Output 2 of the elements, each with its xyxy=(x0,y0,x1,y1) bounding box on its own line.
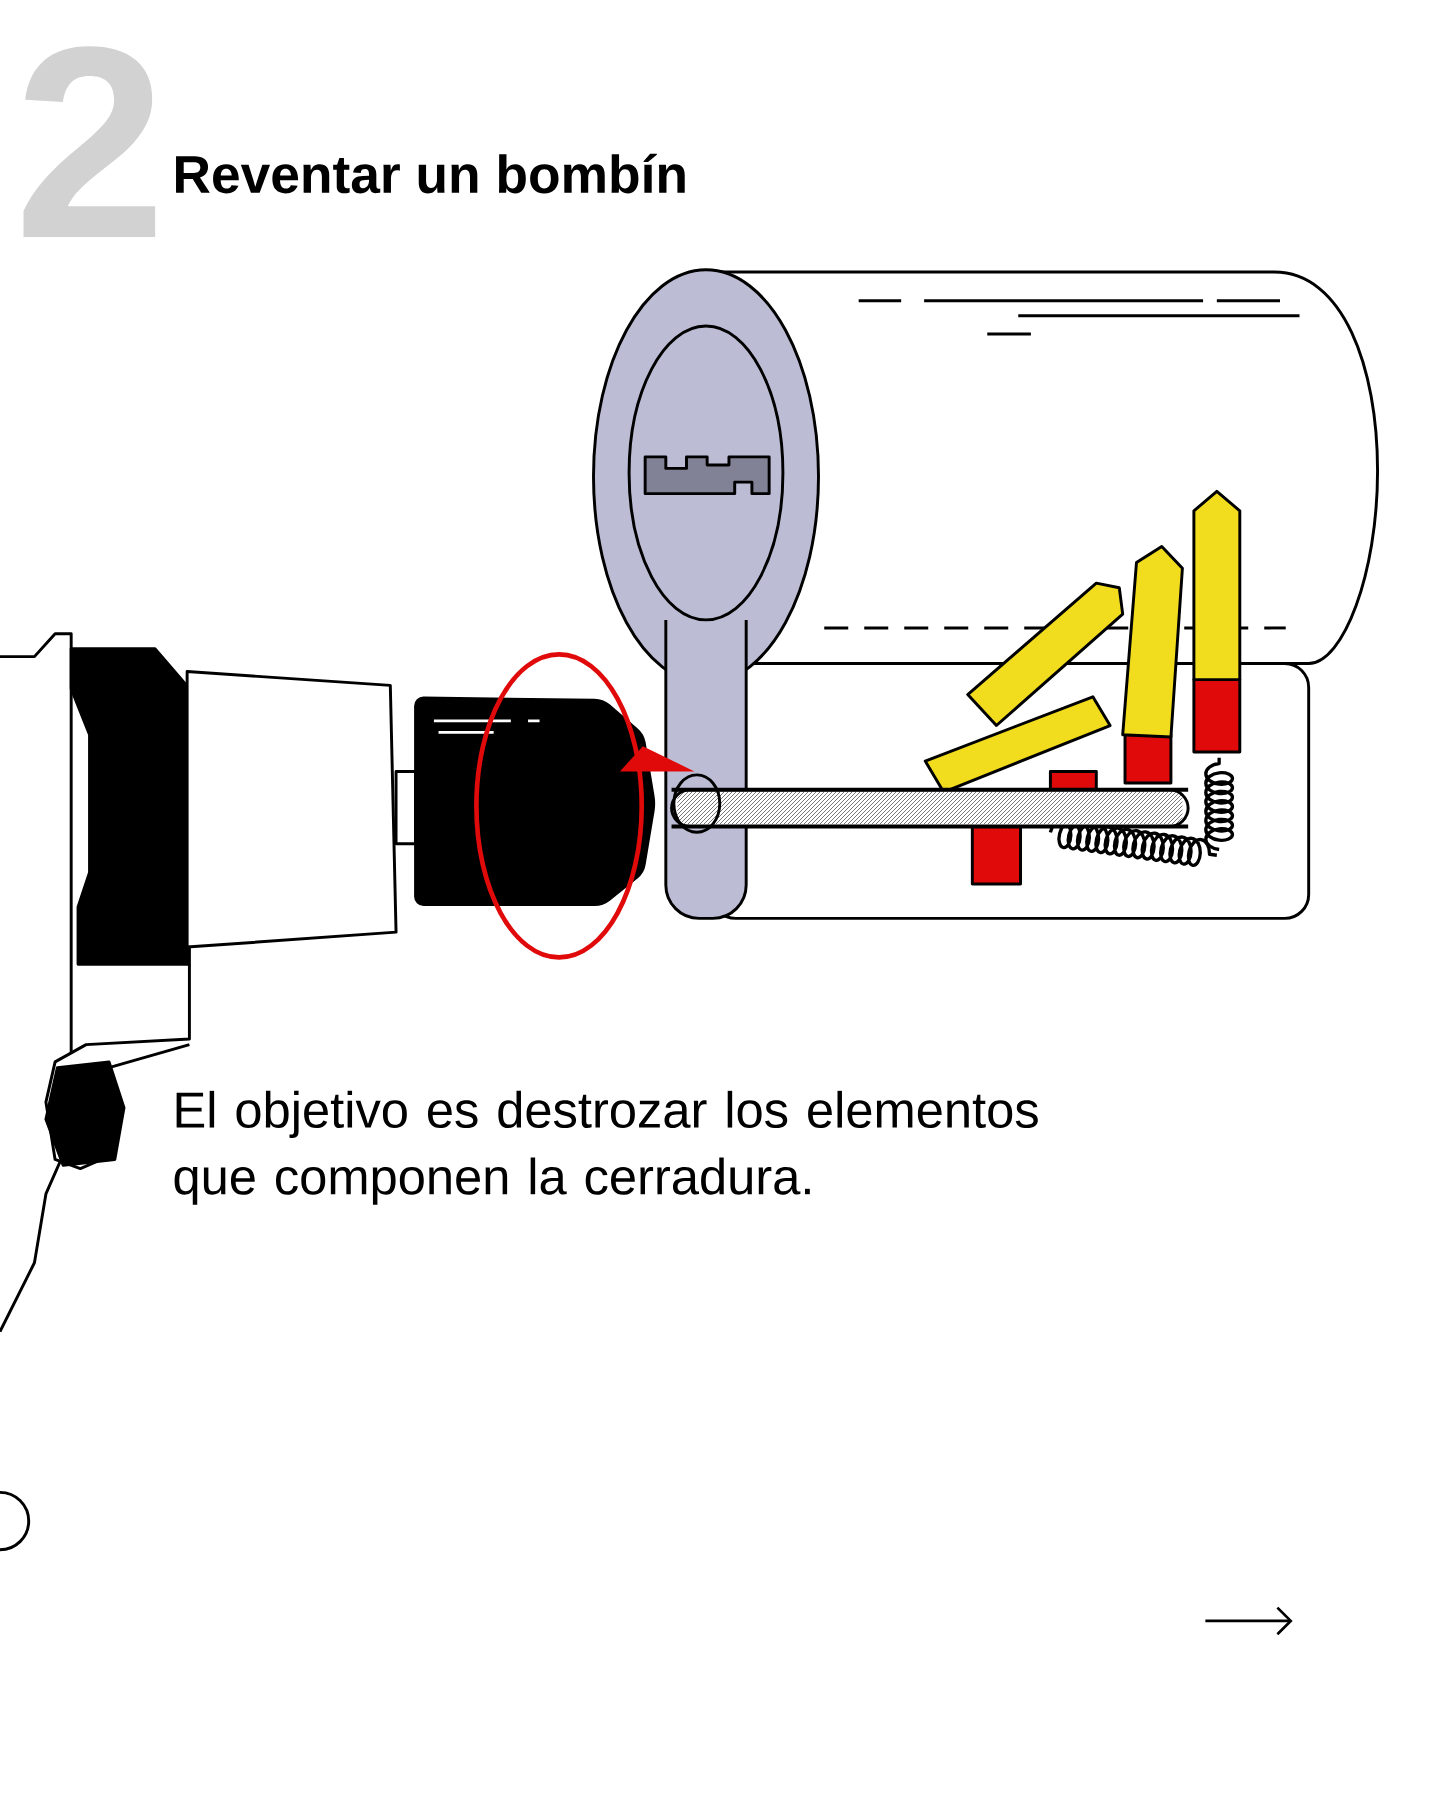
title: Reventar un bombín xyxy=(176,153,685,194)
caption: El objetivo es destrozar los elementos que componen la cerradura. xyxy=(174,1090,1039,1205)
